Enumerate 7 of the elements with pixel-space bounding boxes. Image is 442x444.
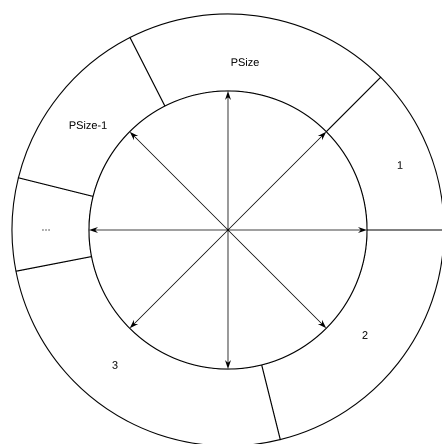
ring-segment: 2 (261, 229, 442, 440)
ring-segment: 1 (326, 76, 442, 231)
node-label: 3 (112, 361, 118, 369)
ring-segment: PSize (129, 14, 382, 132)
node-label: 1 (398, 161, 403, 169)
ring-segment: 3 (15, 256, 281, 444)
ring-segment: ... (11, 177, 94, 272)
